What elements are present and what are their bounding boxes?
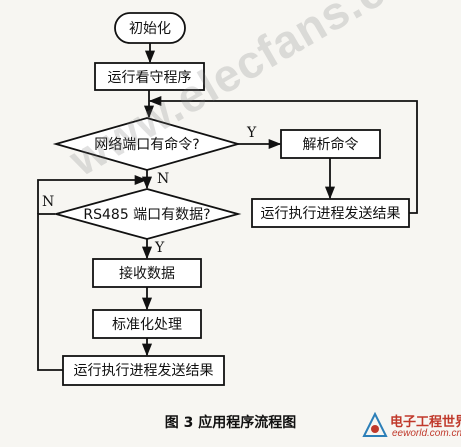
parse-command-process	[280, 129, 381, 159]
label-rs485-no: N	[42, 194, 54, 210]
eeworld-logo-en: eeworld.com.cn	[392, 428, 461, 439]
edge-rs485-no-loop	[37, 174, 148, 214]
run-send-bottom-label: 运行执行进程发送结果	[74, 363, 214, 379]
receive-data-process	[92, 258, 202, 288]
edge-bottom-loop-to-rs485	[37, 213, 63, 371]
watchdog-process-label: 运行看守程序	[108, 70, 192, 86]
label-rs485-yes: Y	[154, 240, 165, 256]
label-net-yes: Y	[246, 125, 257, 141]
figure-caption: 图 3 应用程序流程图	[164, 415, 297, 431]
parse-command-label: 解析命令	[303, 136, 359, 153]
run-send-right-label: 运行执行进程发送结果	[261, 206, 401, 222]
net-command-decision-label: 网络端口有命令?	[94, 136, 199, 153]
edge-run-loop-back	[148, 95, 418, 214]
run-send-bottom-process	[62, 355, 225, 386]
start-terminal-label: 初始化	[129, 20, 171, 37]
eeworld-logo-cn: 电子工程世界	[390, 415, 461, 430]
rs485-data-decision-label: RS485 端口有数据?	[83, 207, 210, 223]
normalize-label: 标准化处理	[112, 317, 182, 333]
label-net-no: N	[157, 171, 169, 187]
eeworld-logo: 电子工程世界 eeworld.com.cn	[362, 410, 461, 442]
receive-data-label: 接收数据	[119, 265, 175, 282]
watchdog-process	[94, 62, 205, 91]
eeworld-logo-icon	[362, 412, 388, 437]
